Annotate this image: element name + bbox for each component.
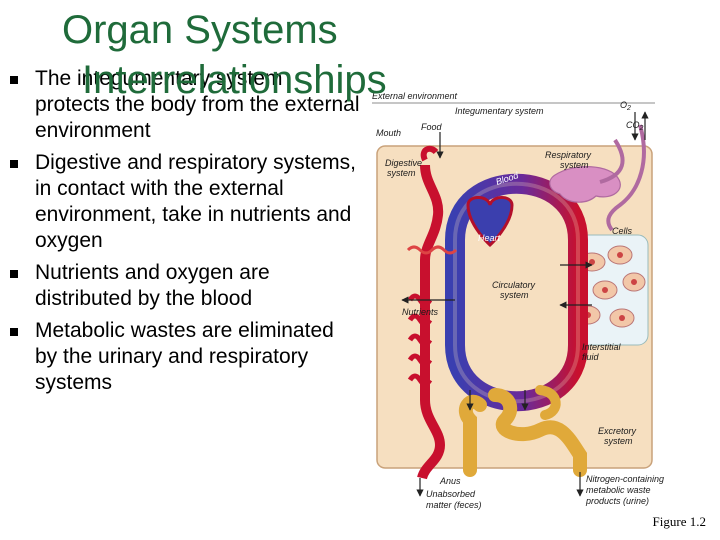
excretory-label-1: Excretory [598,426,637,436]
cells-label: Cells [612,226,633,236]
bullet-text: Nutrients and oxygen are distributed by … [35,261,270,310]
page-title-line1: Organ Systems [62,8,338,52]
excretory-label-2: system [604,436,633,446]
figure-caption: Figure 1.2 [652,514,706,529]
circulatory-label-2: system [500,290,529,300]
unabsorbed-label-2: matter (feces) [426,500,482,510]
co2-text: CO [626,120,640,130]
external-environment-label: External environment [372,91,458,101]
bullet-square-icon [10,270,18,278]
heart-shape [466,196,514,248]
bullet-text: The integumentary system protects the bo… [35,67,360,142]
nitrogen-label-1: Nitrogen-containing [586,474,664,484]
circulatory-label-1: Circulatory [492,280,536,290]
unabsorbed-label-1: Unabsorbed [426,489,476,499]
heart-label: Heart [478,233,501,243]
digestive-label-1: Digestive [385,158,422,168]
o2-sub: 2 [626,105,631,112]
bullet-text: Metabolic wastes are eliminated by the u… [35,319,334,394]
integumentary-system-label: Integumentary system [455,106,544,116]
bullet-square-icon [10,328,18,336]
interstitial-label-2: fluid [582,352,600,362]
circulatory-loop [445,173,588,412]
nitrogen-label-2: metabolic waste [586,485,651,495]
bullet-item: The integumentary system protects the bo… [8,66,360,144]
food-label: Food [421,122,443,132]
bullet-list: The integumentary system protects the bo… [8,66,360,402]
bullet-item: Nutrients and oxygen are distributed by … [8,260,360,312]
o2-label: O2 [620,100,631,112]
nutrients-label: Nutrients [402,307,439,317]
digestive-tract [417,164,446,480]
page-title-line2: Interrelationships [82,58,387,102]
respiratory-label-1: Respiratory [545,150,592,160]
bullet-square-icon [10,160,18,168]
bullet-text: Digestive and respiratory systems, in co… [35,151,356,252]
co2-label: CO2 [626,120,644,132]
bullet-square-icon [10,76,18,84]
respiratory-label-2: system [560,160,589,170]
anus-label: Anus [439,476,461,486]
bullet-item: Digestive and respiratory systems, in co… [8,150,360,254]
mouth-label: Mouth [376,128,401,138]
respiratory-system-shape [549,124,646,232]
co2-sub: 2 [639,125,644,132]
o2-text: O [620,100,627,110]
nitrogen-label-3: products (urine) [585,496,649,506]
bullet-item: Metabolic wastes are eliminated by the u… [8,318,360,396]
digestive-label-2: system [387,168,416,178]
interstitial-label-1: Interstitial [582,342,622,352]
